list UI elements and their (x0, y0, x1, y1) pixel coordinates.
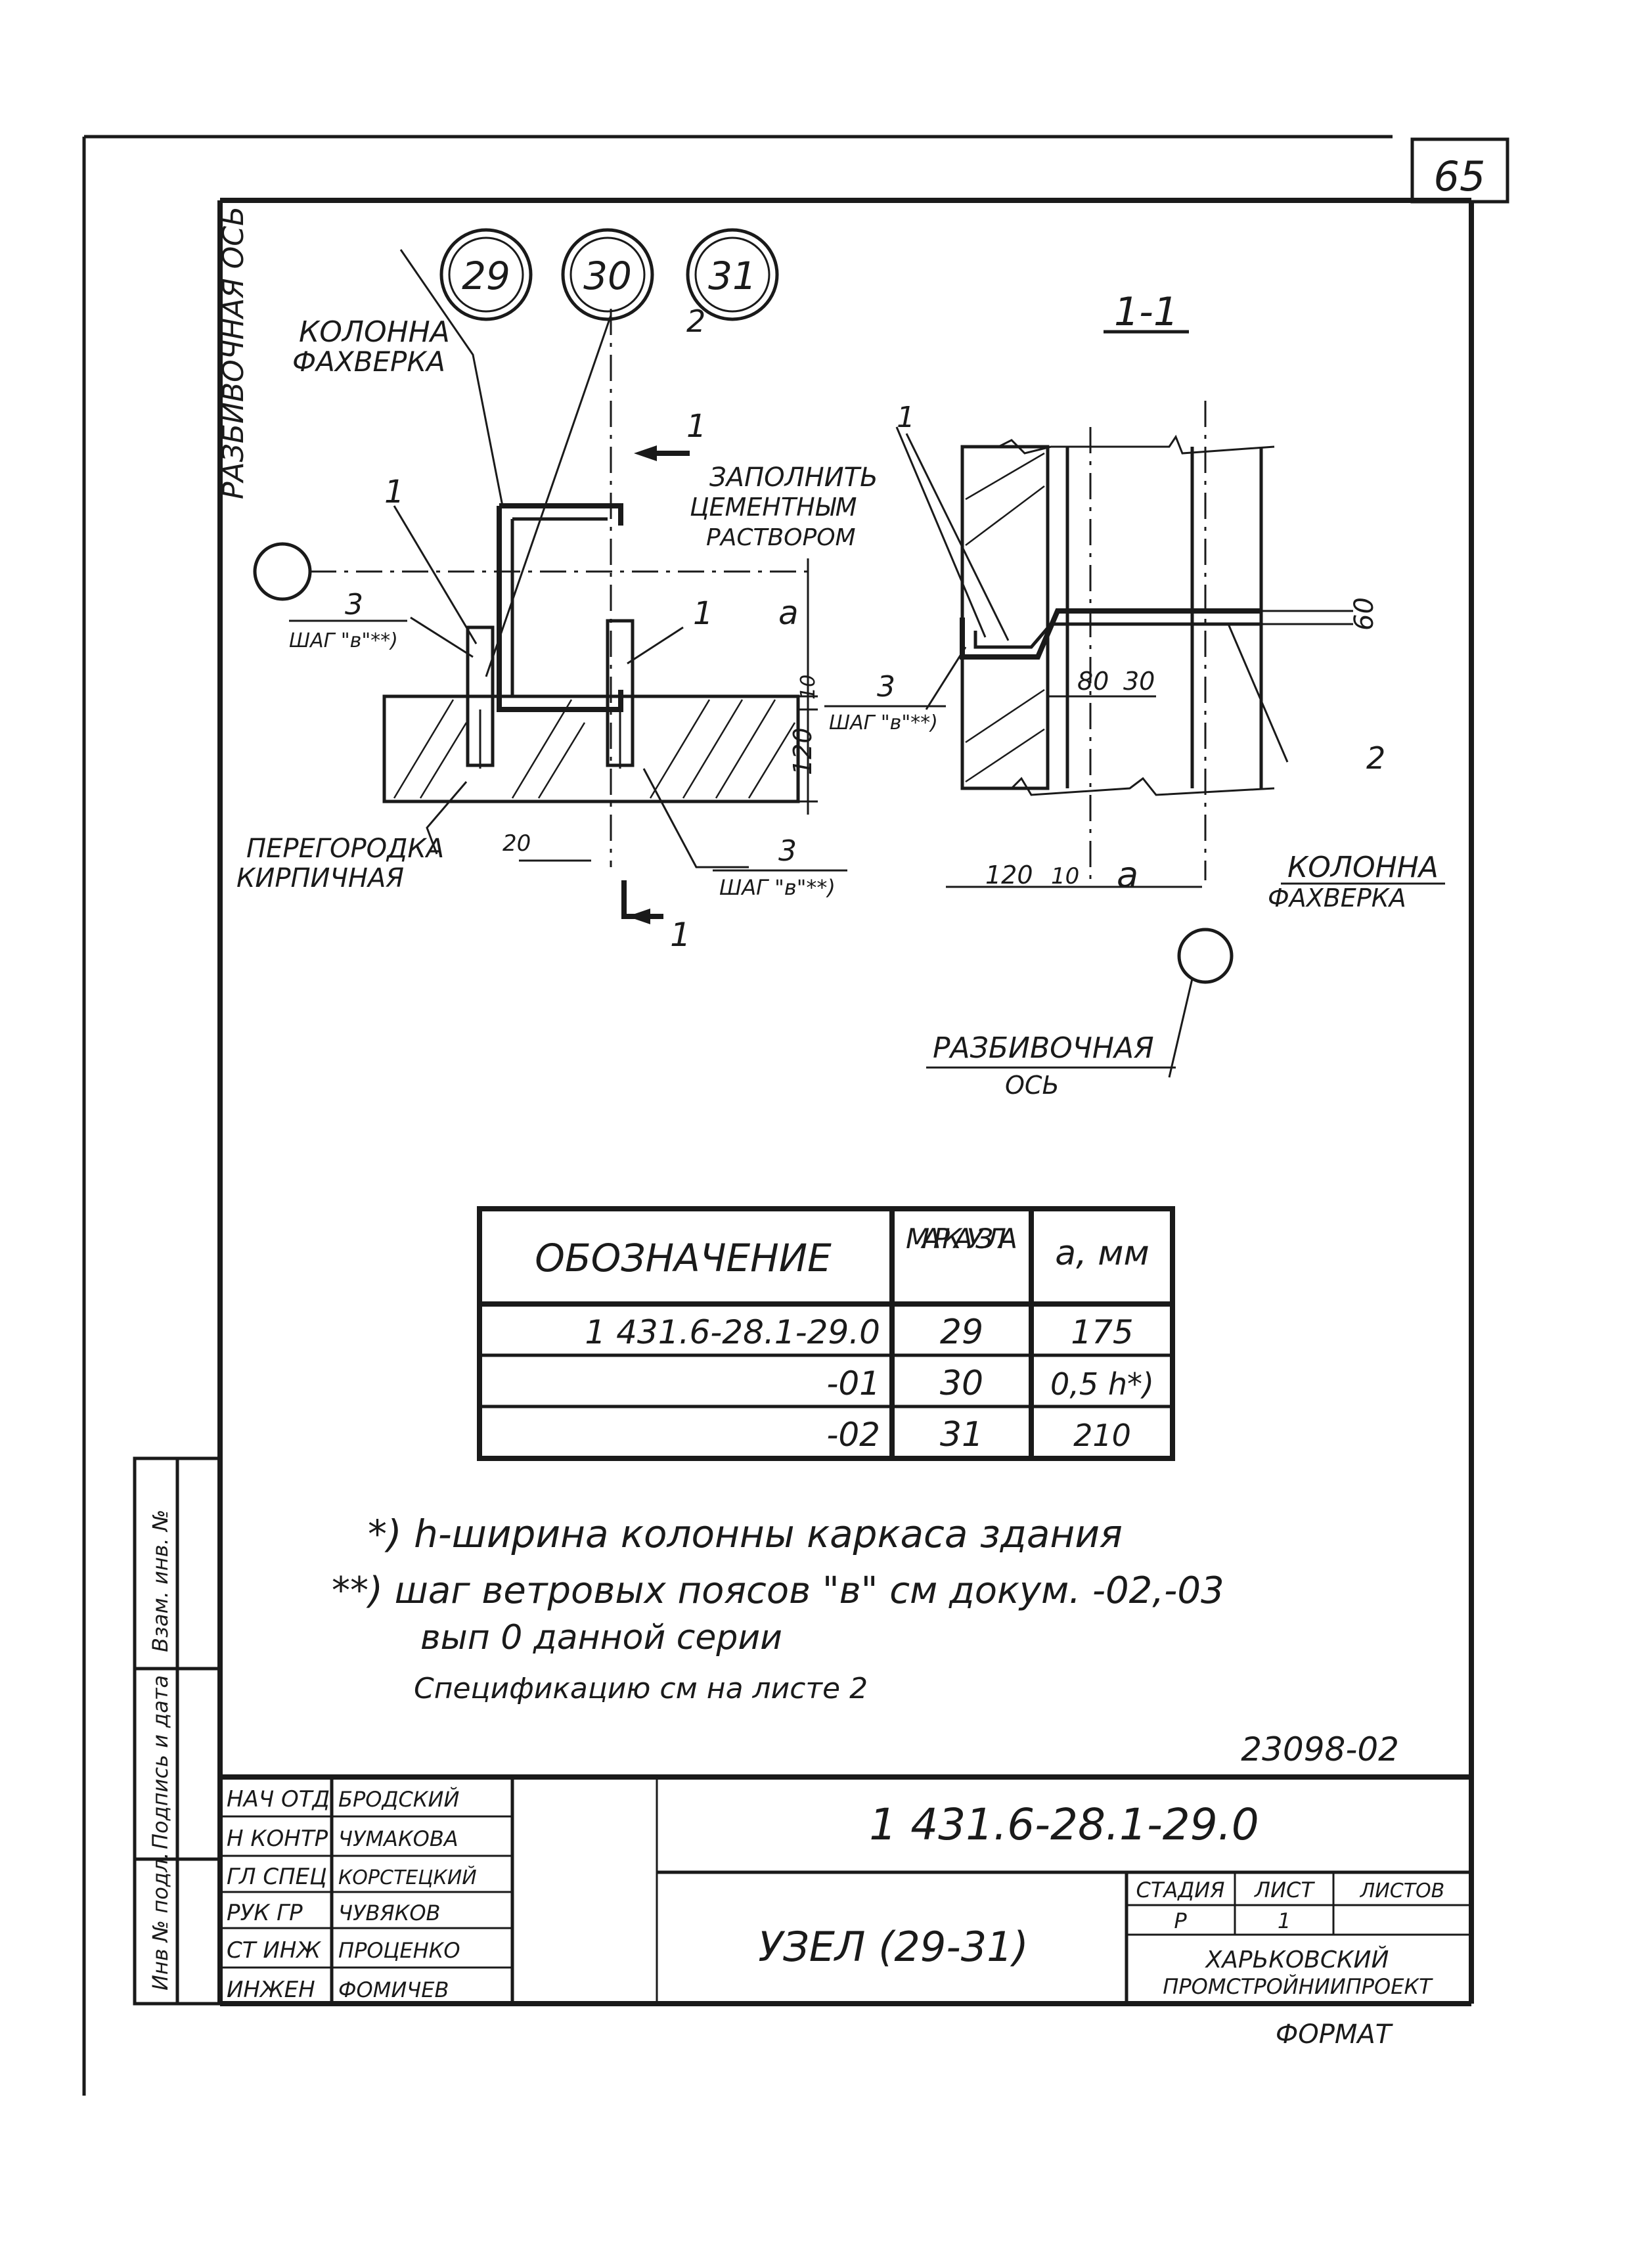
table-row-2-a: 0,5 h*) (1050, 1366, 1154, 1402)
plan-pos-3-bottom-num: 3 (778, 834, 797, 868)
tb-sheets-header: ЛИСТОВ (1360, 1879, 1444, 1902)
brick-partition (382, 694, 800, 803)
plan-cut-top: 1 (686, 408, 707, 445)
table-row-2-designation: -01 (826, 1364, 880, 1403)
node-marker-31-label: 31 (708, 254, 757, 298)
tb-sheet-value: 1 (1278, 1908, 1291, 1933)
plan-pos-1a: 1 (384, 474, 405, 510)
table-header-a: a, мм (1055, 1234, 1149, 1273)
tb-role-5: СТ ИНЖ (227, 1937, 321, 1964)
section-pos-2: 2 (1366, 740, 1385, 776)
tb-name-4: ЧУВЯКОВ (338, 1901, 440, 1925)
plan-pos-1b: 1 (693, 595, 713, 632)
tb-role-3: ГЛ СПЕЦ (227, 1864, 327, 1890)
side-stamp-replace: Взам. инв. № (148, 1510, 173, 1652)
tb-name-3: КОРСТЕЦКИЙ (338, 1866, 477, 1889)
section-axis-label-2: ОСЬ (1005, 1071, 1060, 1100)
section-dim-120: 120 (985, 861, 1033, 889)
node-marker-30 (561, 228, 654, 321)
section-dim-30: 30 (1123, 667, 1155, 696)
node-marker-31 (686, 228, 779, 321)
side-stamp (133, 1456, 222, 2006)
tb-stage-header: СТАДИЯ (1136, 1878, 1225, 1902)
plan-dim-10: 10 (797, 675, 820, 700)
plan-pos-3-left-num: 3 (345, 588, 363, 621)
tb-stage-value: Р (1174, 1908, 1187, 1933)
plan-pos-3-bottom-den: ШАГ "в"**) (719, 875, 836, 900)
side-stamp-inv: Инв № подл. (148, 1852, 173, 1991)
table-row-1-mark: 29 (940, 1313, 983, 1352)
table-row-3-designation: -02 (826, 1416, 880, 1454)
section-column-label-1: КОЛОННА (1287, 851, 1439, 884)
section-dim-a: a (1117, 854, 1138, 895)
archive-number: 23098-02 (1241, 1730, 1399, 1768)
section-fill-note-2: ЦЕМЕНТНЫМ (690, 493, 857, 522)
section-fill-note-1: ЗАПОЛНИТЬ (709, 462, 878, 493)
tb-sheet-header: ЛИСТ (1254, 1878, 1315, 1902)
table-row-3-a: 210 (1073, 1418, 1131, 1453)
section-axis-label-1: РАЗБИВОЧНАЯ (933, 1031, 1154, 1065)
table-row-1-a: 175 (1071, 1313, 1133, 1351)
tb-name-5: ПРОЦЕНКО (338, 1938, 460, 1963)
plan-dim-120: 120 (788, 727, 817, 775)
page-number-box (1410, 137, 1509, 204)
node-marker-30-label: 30 (583, 254, 632, 298)
tb-role-6: ИНЖЕН (227, 1977, 315, 2003)
page-number: 65 (1434, 152, 1486, 200)
plan-pos-2: 2 (686, 304, 705, 339)
section-fill-note-3: РАСТВОРОМ (706, 524, 856, 551)
plan-view (253, 249, 818, 924)
plan-cut-bottom: 1 (670, 916, 691, 954)
column-profile (497, 503, 623, 712)
tb-name-6: ФОМИЧЕВ (338, 1977, 449, 2002)
section-pos-3-num: 3 (877, 670, 895, 704)
section-dim-10: 10 (1051, 863, 1079, 889)
plan-partition-label-1: ПЕРЕГОРОДКА (246, 834, 444, 864)
plan-pos-3-left-den: ШАГ "в"**) (289, 629, 398, 652)
plan-dim-a: a (778, 594, 799, 632)
section-pos-1: 1 (897, 401, 915, 434)
plan-column-label-1: КОЛОННА (299, 315, 450, 349)
section-dim-60: 60 (1349, 597, 1379, 631)
note-2: **) шаг ветровых поясов "в" см докум. -0… (332, 1569, 1224, 1612)
section-dim-80: 80 (1077, 667, 1109, 696)
section-title: 1-1 (1114, 289, 1178, 335)
title-block (220, 1774, 1471, 2004)
table-row-2-mark: 30 (940, 1364, 983, 1403)
plan-column-label-2: ФАХВЕРКА (292, 346, 445, 378)
note-3: вып 0 данной серии (420, 1618, 782, 1657)
node-marker-29-label: 29 (462, 254, 510, 298)
table-header-designation: ОБОЗНАЧЕНИЕ (535, 1236, 832, 1280)
section-column-label-2: ФАХВЕРКА (1268, 884, 1406, 912)
plan-partition-label-2: КИРПИЧНАЯ (236, 863, 404, 893)
tb-org-2: ПРОМСТРОЙНИИПРОЕКТ (1163, 1974, 1433, 1999)
section-axis-bubble (1177, 928, 1234, 984)
side-stamp-signature: Подпись и дата (148, 1675, 173, 1849)
tb-title: УЗЕЛ (29-31) (758, 1923, 1029, 1971)
axis-label-vertical: РАЗБИВОЧНАЯ ОСЬ (217, 206, 250, 499)
section-pos-3-den: ШАГ "в"**) (829, 711, 938, 734)
marks-table (477, 1206, 1175, 1461)
tb-org-1: ХАРЬКОВСКИЙ (1205, 1946, 1389, 1973)
tb-role-4: РУК ГР (227, 1900, 303, 1926)
section-brick-wall (960, 445, 1050, 790)
node-marker-29 (439, 228, 533, 321)
note-1: *) h-ширина колонны каркаса здания (368, 1512, 1123, 1556)
table-row-1-designation: 1 431.6-28.1-29.0 (585, 1313, 880, 1351)
axis-bubble (253, 542, 312, 601)
plan-dim-20: 20 (502, 830, 531, 857)
tb-role-2: Н КОНТР (227, 1826, 328, 1852)
tb-role-1: НАЧ ОТД (227, 1786, 330, 1812)
tb-name-2: ЧУМАКОВА (338, 1826, 458, 1851)
table-row-3-mark: 31 (940, 1415, 983, 1454)
section-view (895, 330, 1353, 1078)
section-bracket (960, 608, 1261, 660)
format-label: ФОРМАТ (1276, 2019, 1394, 2050)
tb-name-1: БРОДСКИЙ (338, 1787, 459, 1812)
tb-doc-code: 1 431.6-28.1-29.0 (869, 1799, 1259, 1850)
table-header-mark: МАРКА УЗЛА (906, 1223, 1017, 1255)
note-4: Спецификацию см на листе 2 (414, 1672, 868, 1705)
